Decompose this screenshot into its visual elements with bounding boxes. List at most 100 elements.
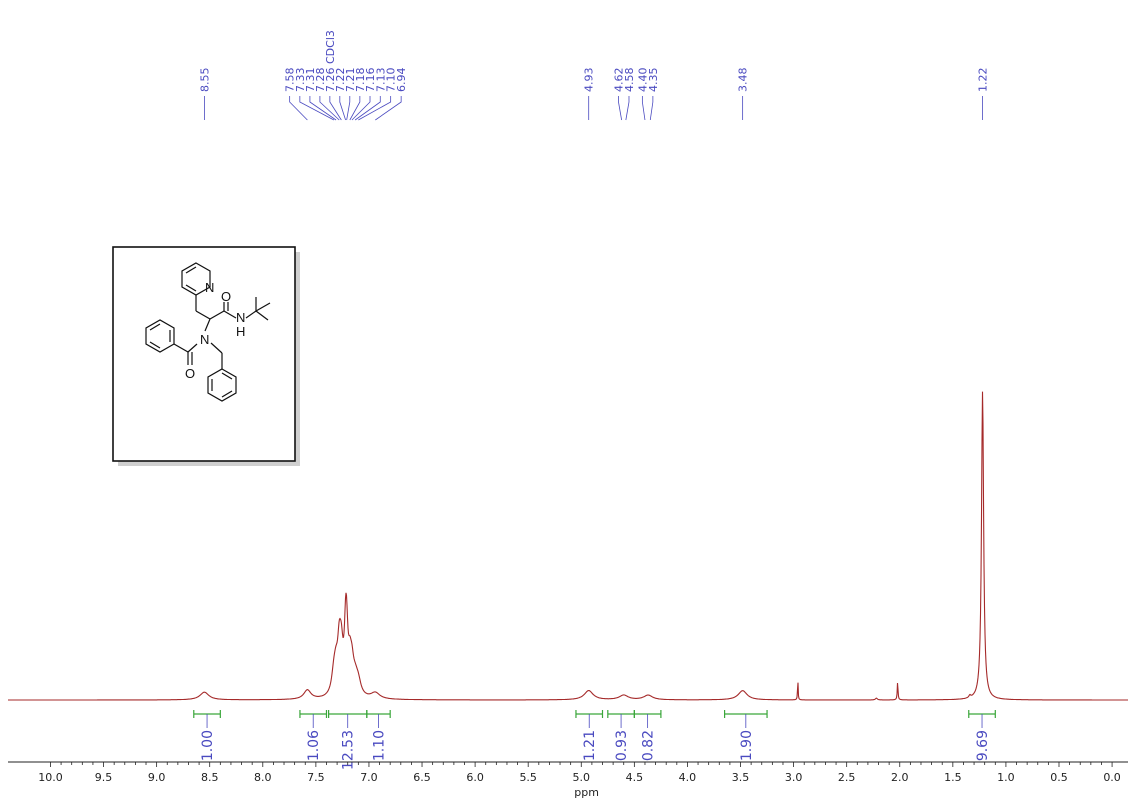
peak-label: 7.58 [284, 68, 308, 121]
peak-label-leader [346, 96, 351, 121]
integral-region: 1.90 [723, 710, 768, 761]
x-tick-label: 4.0 [679, 771, 697, 784]
peak-label-text: 7.16 [364, 68, 377, 93]
peak-label-leader [354, 96, 381, 121]
peak-label-leader [339, 96, 346, 121]
integral-value: 0.82 [641, 730, 657, 761]
peak-label-text: 7.28 [314, 68, 327, 93]
x-tick-label: 3.5 [732, 771, 750, 784]
pyridine-n-atom: N [205, 280, 214, 295]
integral-value: 0.93 [614, 730, 630, 761]
peak-label-text: 7.10 [385, 68, 398, 93]
peak-label-text: 7.22 [334, 68, 347, 93]
x-axis-label: ppm [574, 786, 599, 799]
x-tick-label: 6.0 [466, 771, 484, 784]
peak-label: 4.62 [612, 68, 625, 121]
x-tick-label: 0.0 [1103, 771, 1121, 784]
integral-value: 1.90 [739, 730, 755, 761]
peak-label-leader [309, 96, 337, 121]
peak-label: 3.48 [737, 68, 750, 120]
peak-label: 7.26 CDCl3 [324, 30, 342, 121]
peak-label-text: 6.94 [395, 68, 408, 93]
x-tick-label: 7.0 [360, 771, 378, 784]
peak-label: 8.55 [198, 68, 211, 120]
x-tick-label: 3.0 [785, 771, 803, 784]
integral-region: 1.10 [366, 710, 391, 761]
amide-n-atom: N [236, 310, 245, 325]
spectrum-layer [8, 391, 1128, 701]
peak-label-text: 4.35 [647, 68, 660, 93]
structure-inset: N O N H N O [112, 246, 300, 466]
integral-region: 12.53 [328, 710, 368, 770]
x-tick-label: 6.5 [413, 771, 431, 784]
peak-label: 7.18 [349, 68, 367, 121]
integral-value: 9.69 [975, 730, 991, 761]
integral-value: 1.06 [306, 730, 322, 761]
integral-value: 1.10 [372, 730, 388, 761]
amide-o-atom: O [221, 289, 231, 304]
peak-label: 1.22 [977, 68, 990, 120]
peak-label-text: 1.22 [977, 68, 990, 93]
peak-label-text: 7.31 [304, 68, 317, 93]
x-tick-label: 0.5 [1050, 771, 1068, 784]
integral-region: 9.69 [968, 710, 996, 761]
x-tick-label: 5.0 [573, 771, 591, 784]
peak-label: 7.33 [294, 68, 335, 121]
integral-layer: 1.00 1.06 12.53 1.10 1.21 0.93 0.82 1.90 9.69 [193, 710, 996, 770]
molecule-bonds [145, 262, 271, 402]
integral-region: 1.21 [575, 710, 604, 761]
peak-label: 7.10 [358, 68, 398, 121]
inset-frame [112, 246, 296, 462]
x-tick-label: 8.5 [201, 771, 219, 784]
peak-label-leader [299, 96, 335, 121]
integral-region: 1.06 [299, 710, 328, 761]
peak-label: 7.22 [334, 68, 347, 121]
x-tick-label: 2.5 [838, 771, 856, 784]
peak-label-text: 7.18 [354, 68, 367, 93]
peak-label: 4.40 [636, 68, 649, 121]
x-tick-label: 8.0 [254, 771, 272, 784]
peak-label: 6.94 [375, 68, 408, 121]
integral-value: 12.53 [341, 730, 357, 770]
peak-label-leader [618, 96, 623, 121]
peak-label-leader [625, 96, 630, 121]
peak-label: 7.16 [351, 68, 377, 121]
x-tick-label: 10.0 [38, 771, 63, 784]
spectrum-series-0 [8, 391, 1128, 701]
amide-h-atom: H [236, 324, 245, 339]
peak-label-text: 7.21 [344, 68, 357, 93]
peak-label-text: 8.55 [198, 68, 211, 93]
peak-label-leader [641, 96, 646, 121]
peak-label: 7.21 [344, 68, 357, 121]
integral-region: 0.82 [633, 710, 662, 761]
x-tick-label: 7.5 [307, 771, 325, 784]
peak-label-text: 7.13 [374, 68, 387, 93]
peak-label-text: 4.62 [612, 68, 625, 93]
x-tick-label: 9.5 [95, 771, 113, 784]
peak-label-text: 4.93 [583, 68, 596, 93]
peak-label: 7.13 [354, 68, 387, 121]
peak-label-text: 4.58 [623, 68, 636, 93]
peak-label-leader [351, 96, 371, 121]
benzoyl-o-atom: O [185, 366, 195, 381]
peak-label-leader [349, 96, 361, 121]
integral-region: 0.93 [607, 710, 635, 761]
peak-label-leader [375, 96, 402, 121]
peak-label-leader [289, 96, 308, 121]
x-tick-label: 9.0 [148, 771, 166, 784]
peak-label-text: 7.26 CDCl3 [324, 30, 337, 92]
integral-value: 1.21 [582, 730, 598, 761]
peak-label-leader [358, 96, 392, 121]
peak-label: 7.28 [314, 68, 340, 121]
peak-label-text: 4.40 [636, 68, 649, 93]
peak-label: 4.58 [623, 68, 636, 121]
peak-label: 4.35 [647, 68, 660, 121]
x-tick-label: 1.5 [944, 771, 962, 784]
peak-label-text: 7.33 [294, 68, 307, 93]
integral-value: 1.00 [200, 730, 216, 761]
peak-label-leader [329, 96, 342, 121]
